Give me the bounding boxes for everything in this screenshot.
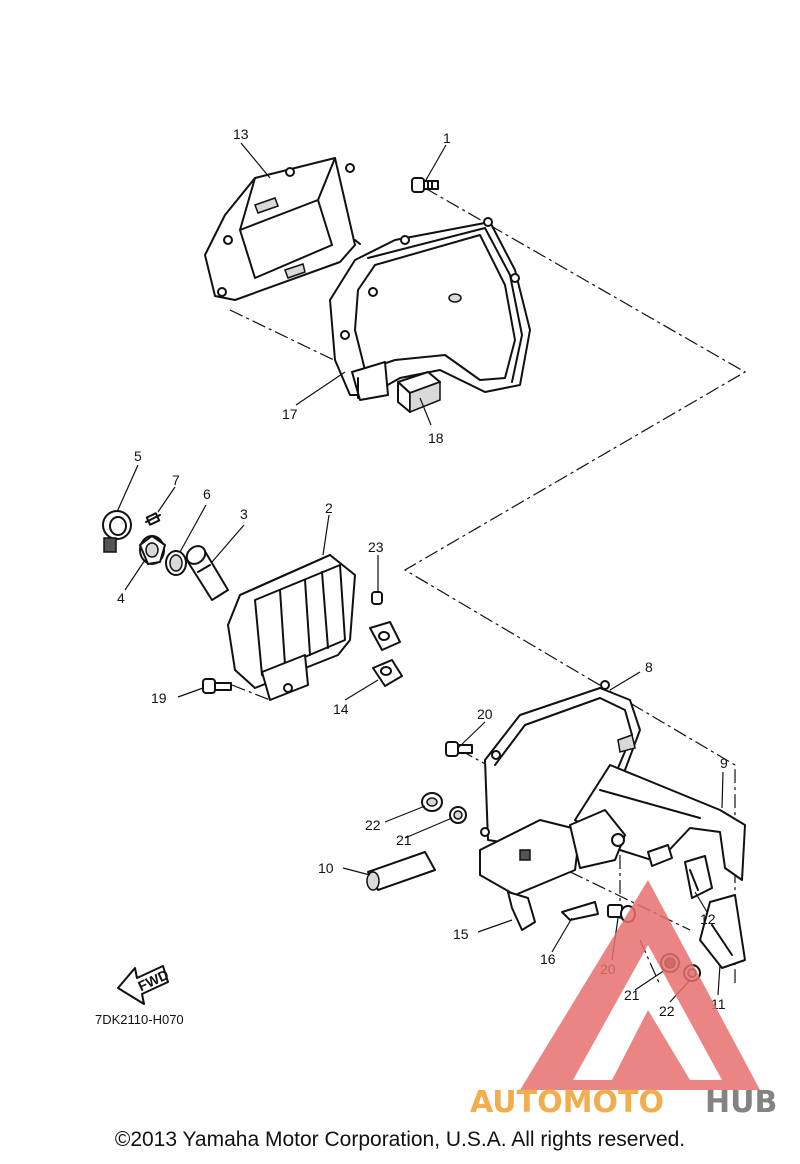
callout-20-upper: 20	[477, 706, 493, 722]
callout-23: 23	[368, 539, 384, 555]
callout-17: 17	[282, 406, 298, 422]
callout-16: 16	[540, 951, 556, 967]
part-1-screw	[411, 177, 439, 193]
callout-21-upper: 21	[396, 832, 412, 848]
callout-5: 5	[134, 448, 142, 464]
callout-6: 6	[203, 486, 211, 502]
part-12-holder	[684, 855, 713, 899]
part-9-bracket	[574, 764, 746, 881]
watermark-text-part2: HUB	[705, 1085, 777, 1120]
watermark-logo: AUTOMOTO HUB	[470, 880, 777, 1120]
part-22-upper-collar	[421, 792, 443, 812]
callout-4: 4	[117, 590, 125, 606]
fwd-label: FWD	[135, 966, 171, 994]
part-19-bolt	[202, 678, 232, 694]
callout-numbers: 1 2 3 4 5 6 7 8 9 10 11 12 13 14 15 16 1…	[117, 126, 728, 1019]
copyright-notice: ©2013 Yamaha Motor Corporation, U.S.A. A…	[114, 1128, 686, 1151]
diagram-code: 7DK2110-H070	[95, 1012, 184, 1027]
watermark-triangle-icon	[520, 880, 760, 1090]
callout-8: 8	[645, 659, 653, 675]
part-14-gasket	[369, 621, 403, 687]
part-11-holder	[699, 894, 746, 969]
callout-22-upper: 22	[365, 817, 381, 833]
fwd-arrow: FWD	[117, 965, 171, 1005]
callout-3: 3	[240, 506, 248, 522]
part-16-plate	[561, 901, 599, 921]
callout-19: 19	[151, 690, 167, 706]
part-10-foam	[366, 851, 436, 891]
part-5-clamp	[102, 510, 132, 553]
part-2-cleaner-box	[227, 554, 356, 701]
callout-7: 7	[172, 472, 180, 488]
callout-10: 10	[318, 860, 334, 876]
part-17-case	[329, 217, 531, 401]
part-13-gasket-frame	[204, 157, 361, 301]
part-23-plug	[371, 591, 383, 605]
callout-14: 14	[333, 701, 349, 717]
callout-2: 2	[325, 500, 333, 516]
callout-1: 1	[443, 130, 451, 146]
callout-12: 12	[700, 911, 716, 927]
part-18-foam-strip	[397, 371, 441, 414]
watermark-text-part1: AUTOMOTO	[470, 1085, 664, 1120]
bracket-base	[479, 809, 626, 896]
part-4-cap	[139, 535, 166, 565]
callout-15: 15	[453, 926, 469, 942]
part-7-screw	[145, 512, 161, 526]
callout-21-lower: 21	[624, 987, 640, 1003]
part-15-plate	[507, 891, 536, 931]
callout-22-lower: 22	[659, 1003, 675, 1019]
part-21-upper-grommet	[449, 806, 467, 824]
part-6-screen	[165, 550, 187, 576]
part-8-cover	[480, 680, 641, 846]
part-20-upper-bolt	[445, 741, 473, 757]
part-3-funnel	[185, 545, 229, 601]
callout-13: 13	[233, 126, 249, 142]
callout-9: 9	[720, 755, 728, 771]
callout-18: 18	[428, 430, 444, 446]
